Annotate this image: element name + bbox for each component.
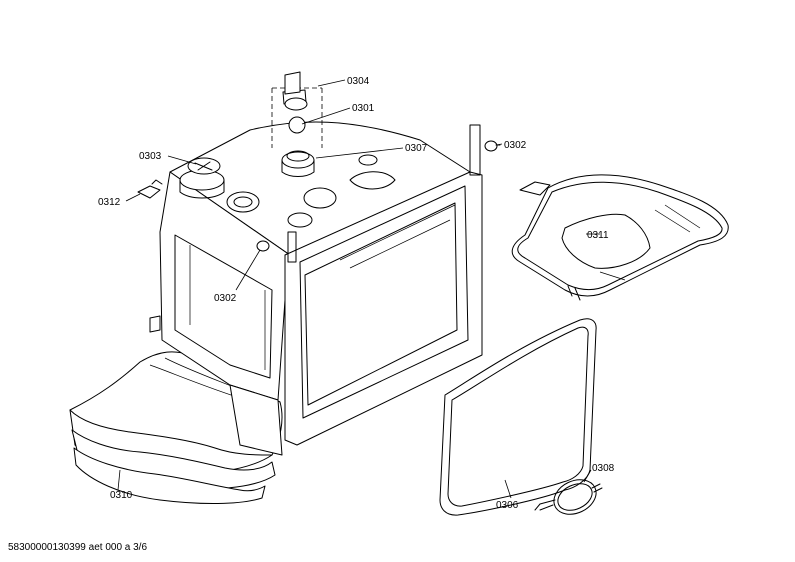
heating-element-part [511,174,729,301]
label-0304: 0304 [347,76,370,87]
label-0312: 0312 [98,197,121,208]
label-0302-side: 0302 [214,293,237,304]
label-0311: 0311 [587,230,609,241]
label-0307: 0307 [405,143,428,154]
leader-lines [117,79,600,499]
sensor-bracket-part [137,179,163,199]
label-0301: 0301 [352,103,375,114]
label-0306: 0306 [496,500,519,511]
label-0308: 0308 [592,463,615,474]
label-0303: 0303 [139,151,162,162]
oven-cavity-body [149,121,483,456]
label-0310: 0310 [110,490,133,501]
ring-heater-part [534,479,603,515]
label-0302-top: 0302 [504,140,527,151]
lamp-assembly-part [271,71,323,177]
fixing-screw-side-part [256,240,270,252]
fixing-screw-part [484,140,501,152]
fan-cover-part [179,157,225,199]
document-reference: 58300000130399 aet 000 a 3/6 [8,542,148,553]
